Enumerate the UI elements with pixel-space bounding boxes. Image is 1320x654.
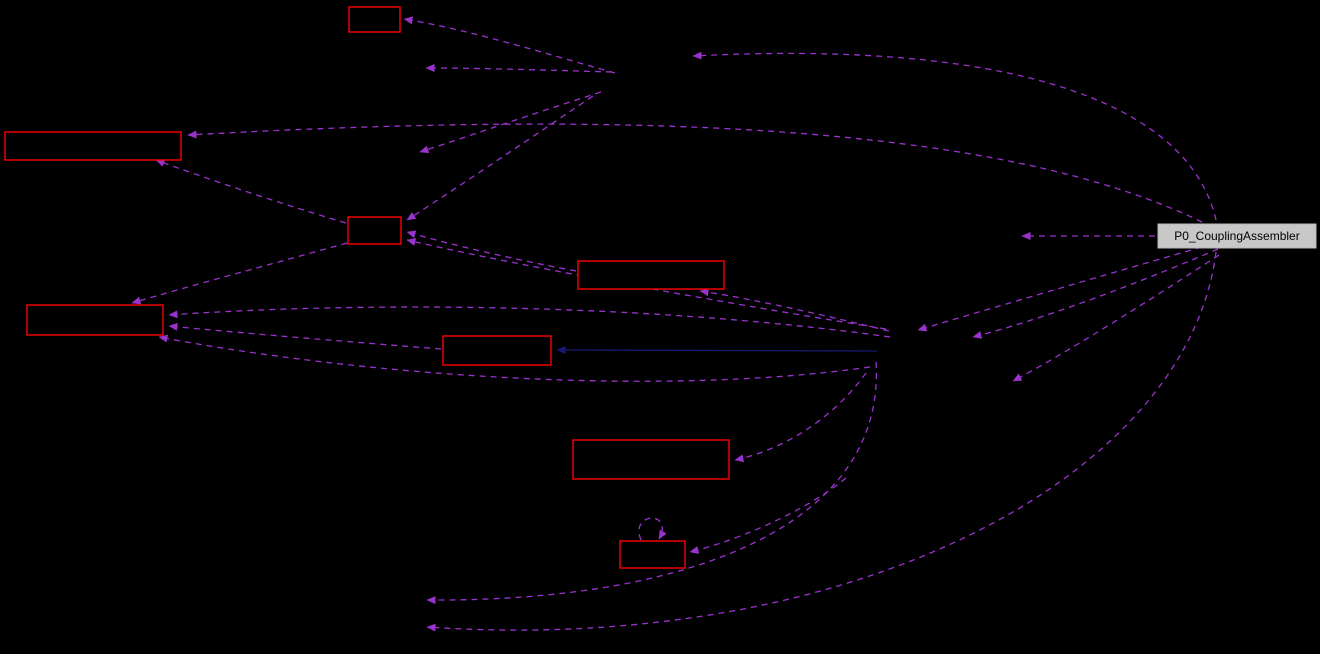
graph-edge-5	[419, 91, 602, 154]
graph-edge-3	[692, 51, 1217, 221]
graph-edge-1	[403, 16, 616, 74]
node-1[interactable]	[348, 6, 401, 33]
node-4[interactable]	[577, 260, 725, 290]
node-2[interactable]	[4, 131, 182, 161]
focus-node-label: P0_CouplingAssembler	[1174, 229, 1299, 243]
graph-edge-13	[158, 334, 871, 382]
graph-edge-16	[734, 372, 867, 463]
graph-edge-21	[917, 243, 1213, 332]
graph-edge-15	[556, 346, 878, 355]
graph-edge-24	[638, 517, 667, 541]
node-6[interactable]	[442, 335, 552, 366]
graph-edge-2	[425, 64, 613, 73]
graph-edge-10	[131, 242, 348, 305]
graph-edge-12	[168, 322, 442, 350]
graph-edge-14	[699, 288, 890, 332]
graph-edge-7	[406, 95, 594, 221]
graph-edge-23	[1012, 254, 1220, 382]
graph-edge-22	[972, 248, 1219, 339]
p0-couplingassembler-node: P0_CouplingAssembler	[1157, 223, 1317, 249]
nodes-layer	[4, 6, 730, 569]
graph-edge-19	[426, 251, 1217, 632]
node-8[interactable]	[619, 540, 686, 569]
graph-edge-11	[168, 306, 891, 338]
graph-edge-17	[689, 477, 847, 554]
focus-node-box	[1157, 223, 1317, 249]
graph-edge-6	[155, 159, 347, 224]
node-3[interactable]	[347, 216, 402, 245]
graph-edge-8	[406, 230, 577, 272]
edges-layer	[131, 16, 1220, 632]
node-5[interactable]	[26, 304, 164, 336]
node-7[interactable]	[572, 439, 730, 480]
graph-edge-4	[187, 123, 1213, 228]
